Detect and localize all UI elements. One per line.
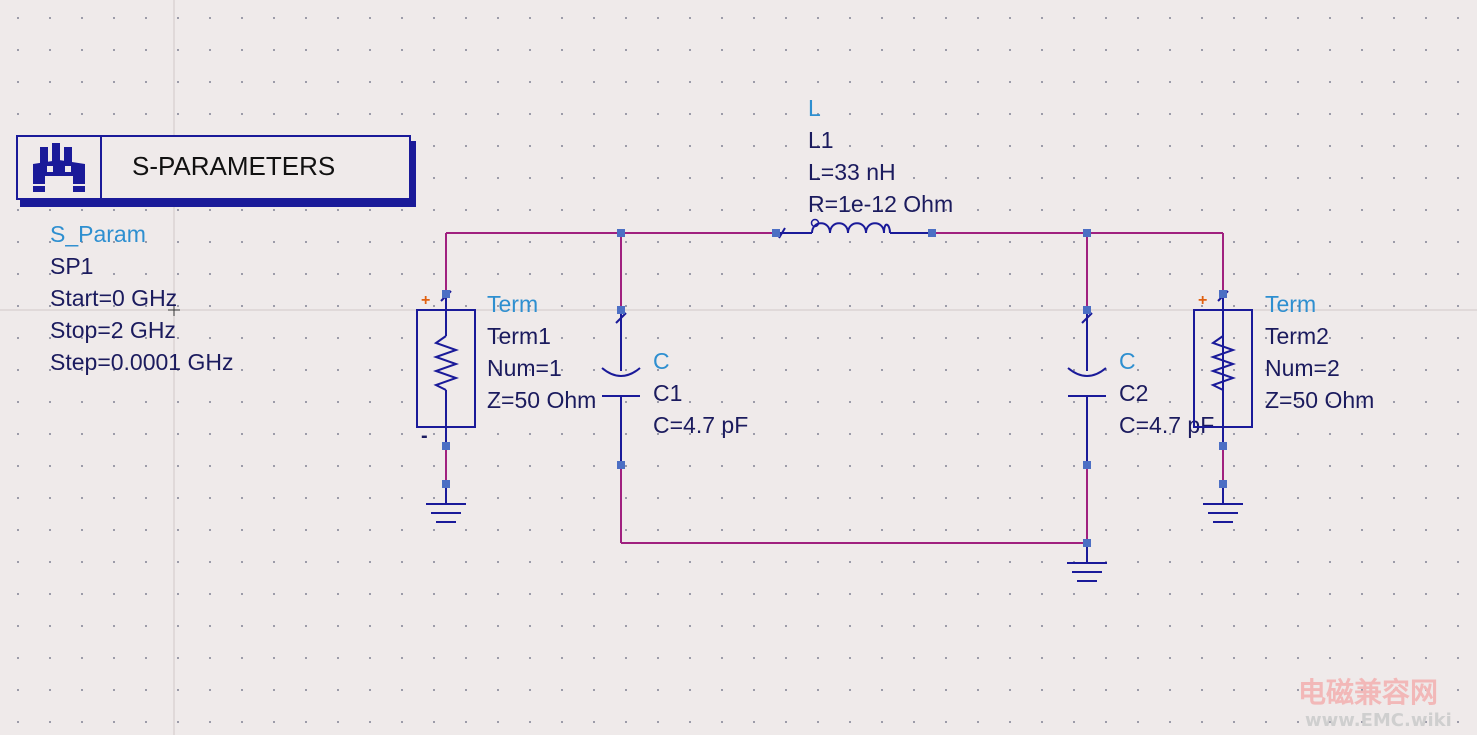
c2-pin1: [1083, 306, 1091, 314]
capacitor-c2[interactable]: [1067, 306, 1107, 469]
term1-name-label: Term1: [487, 323, 551, 349]
sparam-start-label: Start=0 GHz: [50, 285, 177, 311]
term2-port[interactable]: [1193, 290, 1253, 450]
inductor-value-label: L=33 nH: [808, 159, 896, 185]
term1-z-label: Z=50 Ohm: [487, 387, 596, 413]
inductor-pin1: [772, 229, 780, 237]
term1-plus-sign: +: [421, 292, 430, 309]
junction-bottom: [1083, 539, 1091, 547]
c1-pin2: [617, 461, 625, 469]
term2-pin-minus: [1219, 442, 1227, 450]
inductor-l1[interactable]: [772, 218, 936, 239]
term2-resistor-zigzag: [1209, 335, 1237, 391]
term2-num-label: Num=2: [1265, 355, 1340, 381]
c1-pin1: [617, 306, 625, 314]
inductor-name-label: L1: [808, 127, 834, 153]
term1-pin-minus: [442, 442, 450, 450]
c2-type-label: C: [1119, 348, 1136, 374]
inductor-pin2: [928, 229, 936, 237]
sparam-step-label: Step=0.0001 GHz: [50, 349, 233, 375]
inductor-resistance-label: R=1e-12 Ohm: [808, 191, 953, 217]
term2-name-label: Term2: [1265, 323, 1329, 349]
c2-value-label: C=4.7 pF: [1119, 412, 1214, 438]
wires: [445, 232, 1224, 544]
ground-icon-term1: [426, 480, 466, 523]
watermark-url: www.EMC.wiki: [1305, 710, 1452, 731]
term2-pin-plus: [1219, 290, 1227, 298]
term1-minus-sign: -: [421, 425, 428, 447]
controller-title: S-PARAMETERS: [132, 151, 335, 181]
c2-name-label: C2: [1119, 380, 1148, 406]
c1-type-label: C: [653, 348, 670, 374]
ground-icon-bottom: [1067, 543, 1107, 582]
term1-type-label: Term: [487, 291, 538, 317]
junction-top-right: [1083, 229, 1091, 237]
sparam-stop-label: Stop=2 GHz: [50, 317, 176, 343]
term2-box: [1193, 309, 1253, 428]
term1-pin-plus: [442, 290, 450, 298]
inductor-type-label: L: [808, 95, 821, 121]
crosshair-cursor-icon: [168, 304, 180, 316]
term1-port[interactable]: [416, 290, 476, 450]
junction-top-left: [617, 229, 625, 237]
capacitor-c1[interactable]: [601, 306, 641, 469]
term2-plus-sign: +: [1198, 292, 1207, 309]
ground-icon-term2: [1203, 480, 1243, 523]
sparam-type-label: S_Param: [50, 221, 146, 247]
c2-pin2: [1083, 461, 1091, 469]
term2-z-label: Z=50 Ohm: [1265, 387, 1374, 413]
c1-name-label: C1: [653, 380, 682, 406]
term1-num-label: Num=1: [487, 355, 562, 381]
s-parameters-controller[interactable]: S-PARAMETERS: [16, 135, 416, 207]
sparam-name-label: SP1: [50, 253, 93, 279]
term1-resistor-zigzag: [432, 335, 460, 391]
c2-curved-plate: [1067, 367, 1107, 377]
gear-network-icon: [33, 143, 85, 192]
c2-pin-tick: [1081, 312, 1093, 324]
c1-curved-plate: [601, 367, 641, 377]
term2-type-label: Term: [1265, 291, 1316, 317]
c1-pin-tick: [615, 312, 627, 324]
watermark-logo-text: 电磁兼容网: [1298, 676, 1438, 709]
c1-value-label: C=4.7 pF: [653, 412, 748, 438]
